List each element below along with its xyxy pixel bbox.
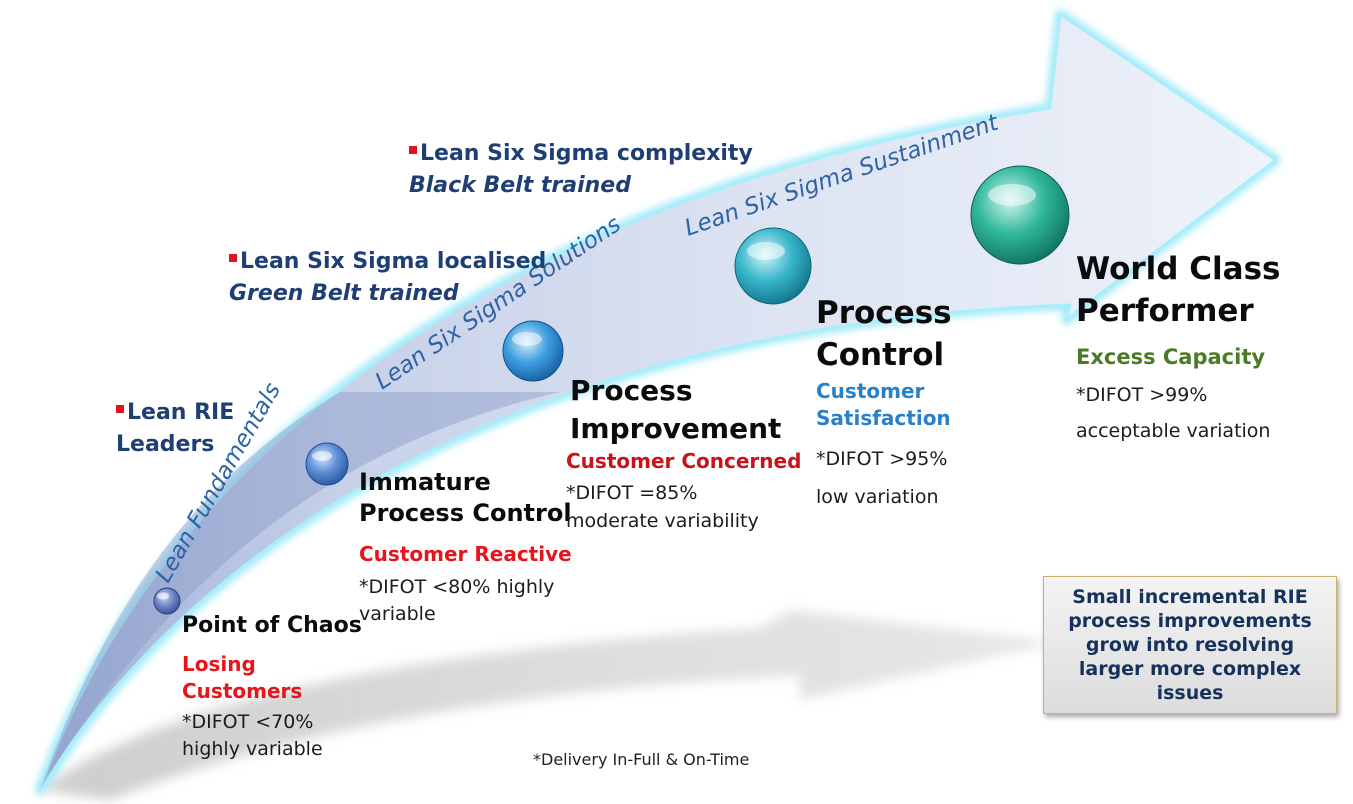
stage-status: Customer Concerned: [566, 449, 802, 473]
stage-title: Process Improvement: [570, 374, 782, 445]
stage-world-class-performer: World Class Performer Excess Capacity *D…: [1076, 248, 1306, 449]
stage-metric: *DIFOT >95% low variation: [816, 448, 948, 508]
stage-metric: *DIFOT <70% highly variable: [182, 711, 323, 760]
footnote: *Delivery In-Full & On-Time: [533, 750, 750, 769]
training-title: Lean RIE: [127, 400, 235, 425]
stage-5-sphere: [970, 165, 1070, 265]
stage-title: Process Control: [816, 295, 952, 373]
stage-1-sphere: [153, 587, 181, 615]
stage-status: Customer Satisfaction: [816, 379, 951, 430]
stage-point-of-chaos: Point of Chaos Losing Customers *DIFOT <…: [182, 610, 362, 763]
training-lean-rie: Lean RIE Leaders: [116, 397, 234, 461]
stage-process-improvement: Process Improvement Customer Concerned *…: [566, 372, 801, 535]
training-subtitle: Black Belt trained: [409, 173, 631, 198]
stage-metric: *DIFOT =85% moderate variability: [566, 482, 759, 532]
bullet-icon: [409, 146, 417, 154]
stage-status: Customer Reactive: [359, 542, 572, 566]
training-title: Lean Six Sigma complexity: [420, 141, 753, 166]
callout-text: Small incremental RIE process improvemen…: [1068, 586, 1312, 704]
callout-box: Small incremental RIE process improvemen…: [1043, 576, 1337, 714]
training-green-belt: Lean Six Sigma localised Green Belt trai…: [229, 246, 546, 310]
stage-metric: *DIFOT >99% acceptable variation: [1076, 384, 1271, 442]
arrow-shadow: [40, 610, 1060, 800]
stage-status: Excess Capacity: [1076, 345, 1266, 369]
stage-metric: *DIFOT <80% highly variable: [359, 576, 555, 625]
training-subtitle: Green Belt trained: [229, 281, 459, 306]
stage-title: Point of Chaos: [182, 613, 362, 638]
stage-title: Immature Process Control: [359, 468, 572, 527]
stage-2-sphere: [305, 442, 349, 486]
arrow-body: [38, 12, 1278, 792]
stage-process-control: Process Control Customer Satisfaction *D…: [816, 292, 966, 516]
bullet-icon: [116, 405, 124, 413]
arrow-dark-band: [40, 392, 560, 790]
stage-title: World Class Performer: [1076, 251, 1281, 329]
training-title-line2: Leaders: [116, 432, 215, 457]
stage-4-sphere: [734, 227, 812, 305]
stage-3-sphere: [502, 320, 564, 382]
training-black-belt: Lean Six Sigma complexity Black Belt tra…: [409, 138, 753, 202]
training-title: Lean Six Sigma localised: [240, 249, 547, 274]
stage-status: Losing Customers: [182, 652, 303, 703]
bullet-icon: [229, 254, 237, 262]
stage-immature-process-control: Immature Process Control Customer Reacti…: [359, 467, 577, 628]
